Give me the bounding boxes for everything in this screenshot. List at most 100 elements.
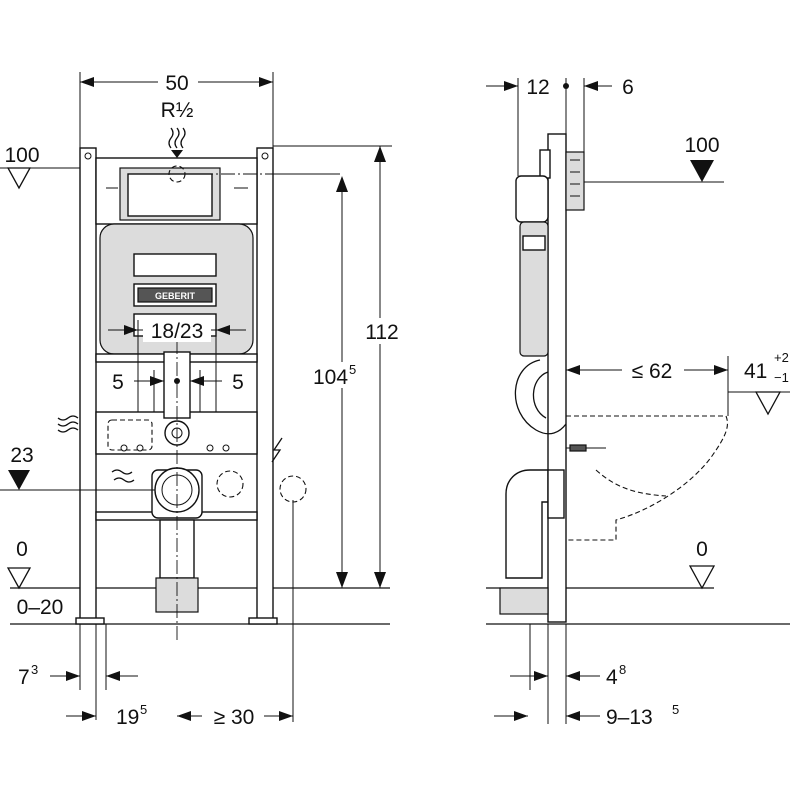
dim-73-arrow-left [66, 671, 80, 681]
height-1045-arrow-top [336, 176, 348, 192]
side-level-100-marker [690, 160, 714, 182]
rail-hole-2 [136, 444, 144, 452]
height-112-arrow-top [374, 146, 386, 162]
side-62-arrow-left [566, 365, 580, 375]
electric-icon [271, 437, 283, 463]
water-supply-icon [168, 127, 186, 149]
level-0-label: 0 [16, 538, 28, 561]
side-cistern-upper [515, 175, 549, 223]
side-right-label: 5 [232, 371, 244, 394]
side-wc-inner [595, 469, 667, 497]
side-outlet-stub [569, 444, 587, 452]
height-112-arrow-bottom [374, 572, 386, 588]
connection-point [168, 165, 186, 183]
dim-195-label: 19 [116, 706, 139, 729]
center-label: 18/23 [151, 320, 204, 343]
side-12-dot [563, 83, 569, 89]
left-upright-hole [84, 152, 92, 160]
level-100-marker [6, 167, 32, 190]
rail-hole-1 [120, 444, 128, 452]
side-48-label: 4 [606, 666, 618, 689]
side-9135-sup: 5 [672, 702, 679, 717]
dim-30-arrow-left [177, 711, 191, 721]
front-view: GEBERIT [0, 70, 404, 730]
dim-195-sup: 5 [140, 702, 147, 717]
side-48-arrow-left [534, 671, 548, 681]
side-top-bracket [539, 149, 551, 179]
height-1045-bg [314, 362, 368, 388]
side-41-sup-plus: +2 [774, 350, 789, 365]
side-12-label: 12 [526, 76, 549, 99]
connection-label: R½ [161, 99, 194, 122]
level-23-marker [8, 470, 30, 490]
cistern-opening [127, 173, 213, 217]
logo-plate [137, 287, 213, 303]
side-12-arrow [504, 81, 518, 91]
dim-195-arrow-left [82, 711, 96, 721]
level-100-label: 100 [4, 144, 39, 167]
side-left-label: 5 [112, 371, 124, 394]
side-41-sup-minus: −1 [774, 370, 789, 385]
rail-hole-4 [222, 444, 230, 452]
level-0-marker [6, 567, 32, 590]
side-6-arrow [584, 81, 598, 91]
height-1045-label: 104 [313, 366, 348, 389]
side-9135-arrow-right [566, 711, 580, 721]
dim-73-arrow-right [106, 671, 120, 681]
left-foot [75, 617, 105, 625]
width-arrow-left [80, 77, 94, 87]
side-wc-pan [566, 415, 729, 541]
side-cistern-detail [522, 235, 546, 251]
side-6-label: 6 [622, 76, 634, 99]
side-level-0-label: 0 [696, 538, 708, 561]
center-label-bg [143, 316, 211, 342]
logo-text: GEBERIT [155, 291, 196, 301]
side-flush-bend [514, 359, 567, 435]
side-level-100-label: 100 [684, 134, 719, 157]
right-upright [256, 147, 274, 621]
side-41-marker [754, 391, 782, 416]
electric-box-front [216, 470, 244, 498]
cistern-window-1 [133, 253, 217, 277]
side-view: 12 6 100 ≤ 62 41 +2 −1 0 4 8 [486, 76, 790, 729]
dim-73-sup: 3 [31, 662, 38, 677]
side-front-mount [565, 151, 585, 211]
right-upright-hole [261, 152, 269, 160]
dim-30-label: ≥ 30 [214, 706, 255, 729]
height-112-label: 112 [365, 321, 398, 344]
side-41-label: 41 [744, 360, 767, 383]
height-112-bg [360, 318, 404, 344]
side-waste-end [499, 587, 549, 615]
side-62-arrow-right [714, 365, 728, 375]
range-label: 0–20 [17, 596, 64, 619]
side-left-arrow [150, 376, 164, 386]
side-right-arrow [190, 376, 204, 386]
left-upright [79, 147, 97, 621]
side-waste-connector [547, 469, 565, 519]
dim-30-bg [202, 704, 264, 730]
height-1045-sup: 5 [349, 362, 356, 377]
side-62-label: ≤ 62 [632, 360, 673, 383]
level-23-label: 23 [10, 444, 33, 467]
side-9135-arrow-left [514, 711, 528, 721]
side-62-bg [622, 358, 684, 384]
width-label: 50 [165, 72, 188, 95]
side-upright [547, 133, 567, 623]
width-arrow-right [259, 77, 273, 87]
right-foot [248, 617, 278, 625]
side-cistern-body [519, 221, 549, 357]
side-flush-bend-inner [532, 371, 549, 419]
water-lower-icon [111, 469, 135, 483]
rail-hole-3 [206, 444, 214, 452]
center-arrow-left [124, 325, 138, 335]
water-left-icon [57, 415, 79, 433]
dim-73-label: 7 [18, 666, 30, 689]
side-waste-pipe [505, 469, 549, 579]
center-arrow-right [216, 325, 230, 335]
side-48-sup: 8 [619, 662, 626, 677]
side-9135-label: 9–13 [606, 706, 653, 729]
width-label-bg [158, 70, 198, 94]
water-supply-arrow [171, 150, 183, 158]
